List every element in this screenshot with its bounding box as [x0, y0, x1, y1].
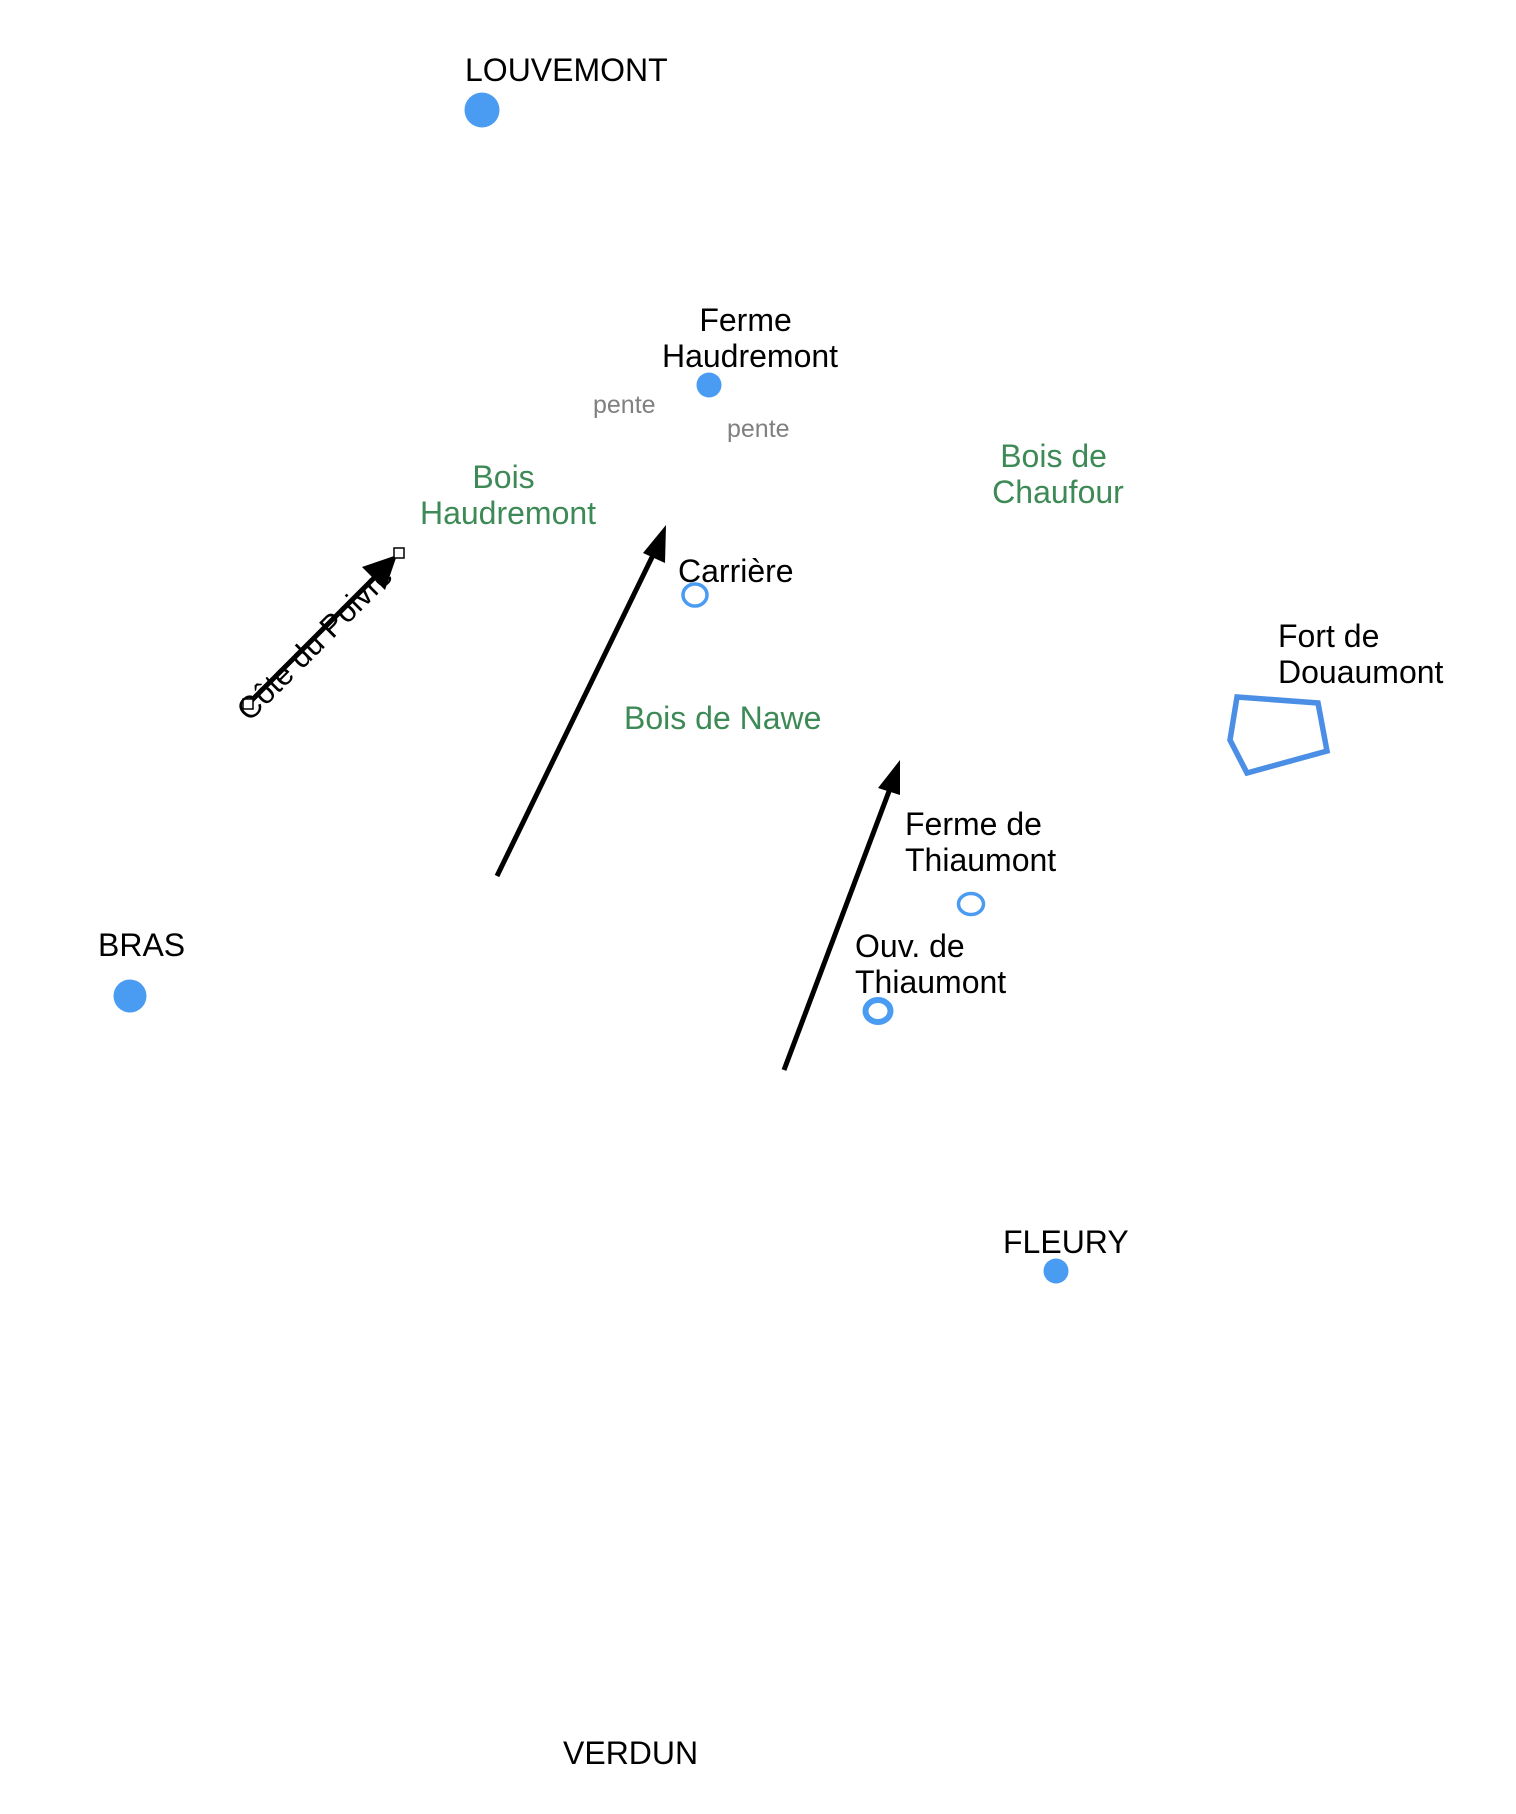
place-label-ouv-thiaumont: Ouv. de Thiaumont — [855, 928, 1006, 1000]
place-label-ferme-thiaumont: Ferme de Thiaumont — [905, 806, 1056, 878]
attack-arrow-cote-du-poivre: Côte du Poivre — [230, 547, 405, 728]
arrow-handle — [242, 698, 254, 710]
fort-outline — [1227, 694, 1331, 777]
slope-label: pente — [727, 415, 790, 443]
place-carriere: Carrière — [678, 553, 794, 608]
place-marker-ferme-haudremont — [696, 372, 722, 398]
attack-arrow-east — [781, 760, 900, 1071]
place-fort-douaumont: Fort de Douaumont — [1227, 618, 1444, 777]
town-louvemont: LOUVEMONT — [464, 52, 668, 128]
place-ouv-thiaumont: Ouv. de Thiaumont — [855, 928, 1006, 1025]
town-label-fleury: FLEURY — [1003, 1224, 1129, 1260]
town-marker-bras — [113, 979, 147, 1013]
wood-label-bois-nawe: Bois de Nawe — [624, 700, 821, 736]
place-ferme-haudremont: Ferme Haudremont — [662, 302, 838, 398]
attack-arrow-center — [494, 525, 666, 878]
place-label-fort-douaumont: Fort de Douaumont — [1278, 618, 1444, 690]
slope-label: pente — [593, 391, 656, 419]
ridge-label-cote-du-poivre: Côte du Poivre — [230, 558, 400, 728]
place-marker-ouv-thiaumont — [862, 997, 894, 1025]
town-marker-louvemont — [464, 92, 500, 128]
wood-label-bois-chaufour: Bois de Chaufour — [992, 438, 1124, 510]
wood-label-bois-haudremont: Bois Haudremont — [420, 459, 596, 531]
town-label-bras: BRAS — [98, 927, 185, 963]
place-marker-carriere — [681, 582, 709, 608]
arrow-handle — [393, 547, 405, 559]
place-marker-ferme-thiaumont — [956, 891, 986, 917]
place-ferme-thiaumont: Ferme de Thiaumont — [905, 806, 1056, 917]
town-marker-fleury — [1043, 1258, 1069, 1284]
town-fleury: FLEURY — [1003, 1224, 1129, 1284]
town-bras: BRAS — [98, 927, 185, 1013]
town-label-louvemont: LOUVEMONT — [465, 52, 668, 88]
town-label-verdun: VERDUN — [563, 1735, 698, 1771]
place-label-ferme-haudremont: Ferme Haudremont — [662, 302, 838, 374]
